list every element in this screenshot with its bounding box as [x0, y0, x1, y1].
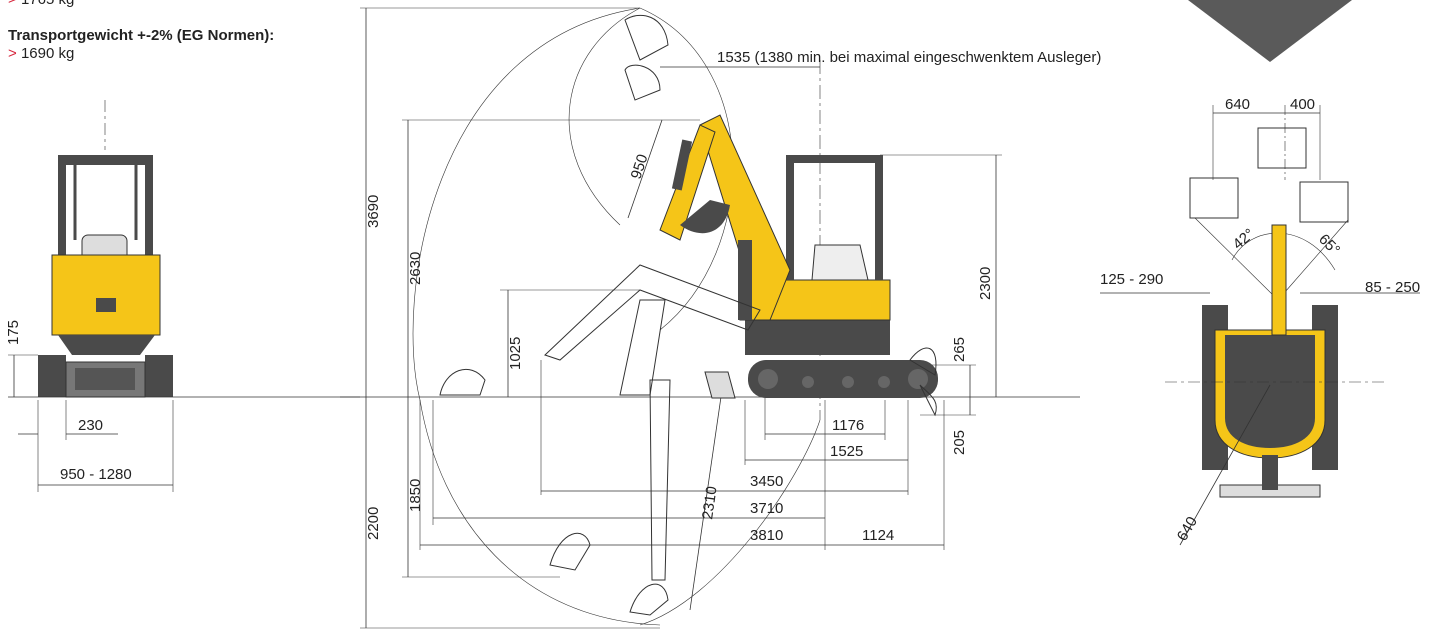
top-view: 640 400 42° 65° 125 - 290 85 - 250 640: [1100, 96, 1420, 546]
arrow-marker: >: [8, 0, 17, 8]
dim-3450: 3450: [750, 473, 783, 490]
dim-1535-note: 1535 (1380 min. bei maximal eingeschwenk…: [717, 49, 1101, 66]
angle-65: 65°: [1315, 231, 1343, 259]
angle-42: 42°: [1230, 225, 1258, 253]
dim-1176: 1176: [832, 417, 864, 434]
arrow-marker: >: [8, 45, 17, 62]
dim-230: 230: [78, 417, 103, 434]
corner-tab: [1188, 0, 1352, 62]
dim-640-diag: 640: [1174, 514, 1201, 544]
dim-950-1280: 950 - 1280: [60, 466, 132, 483]
excavator-side: [439, 14, 938, 616]
dim-2310: 2310: [699, 485, 720, 520]
front-view: 175 230 950 - 1280: [5, 100, 360, 492]
dim-85-250: 85 - 250: [1365, 279, 1420, 296]
transport-weight-line: > 1690 kg: [8, 45, 274, 63]
dim-2630: 2630: [407, 252, 424, 285]
dim-1525: 1525: [830, 443, 863, 460]
dim-125-290: 125 - 290: [1100, 271, 1163, 288]
operating-weight-line: > 1765 kg: [8, 0, 274, 9]
dim-3710: 3710: [750, 500, 783, 517]
side-view: 3690 2200 2630 1850 1025 950 1535 (1380 …: [340, 7, 1101, 629]
dim-1124: 1124: [862, 527, 894, 544]
dim-3810: 3810: [750, 527, 783, 544]
transport-weight: 1690 kg: [20, 45, 75, 62]
dim-265: 265: [951, 337, 968, 362]
dim-640-top: 640: [1225, 96, 1250, 113]
dim-950: 950: [628, 152, 652, 181]
dim-2300: 2300: [977, 267, 994, 300]
dim-1850: 1850: [407, 479, 424, 512]
operating-weight: 1765 kg: [21, 0, 74, 8]
dim-400: 400: [1290, 96, 1315, 113]
weights-block: > 1765 kg Transportgewicht +-2% (EG Norm…: [8, 0, 274, 63]
dim-205: 205: [951, 430, 968, 455]
transport-weight-label: Transportgewicht +-2% (EG Normen):: [8, 27, 275, 44]
dim-3690: 3690: [365, 195, 382, 228]
dim-1025: 1025: [507, 337, 524, 370]
dim-175: 175: [5, 320, 22, 345]
dim-2200: 2200: [365, 507, 382, 540]
